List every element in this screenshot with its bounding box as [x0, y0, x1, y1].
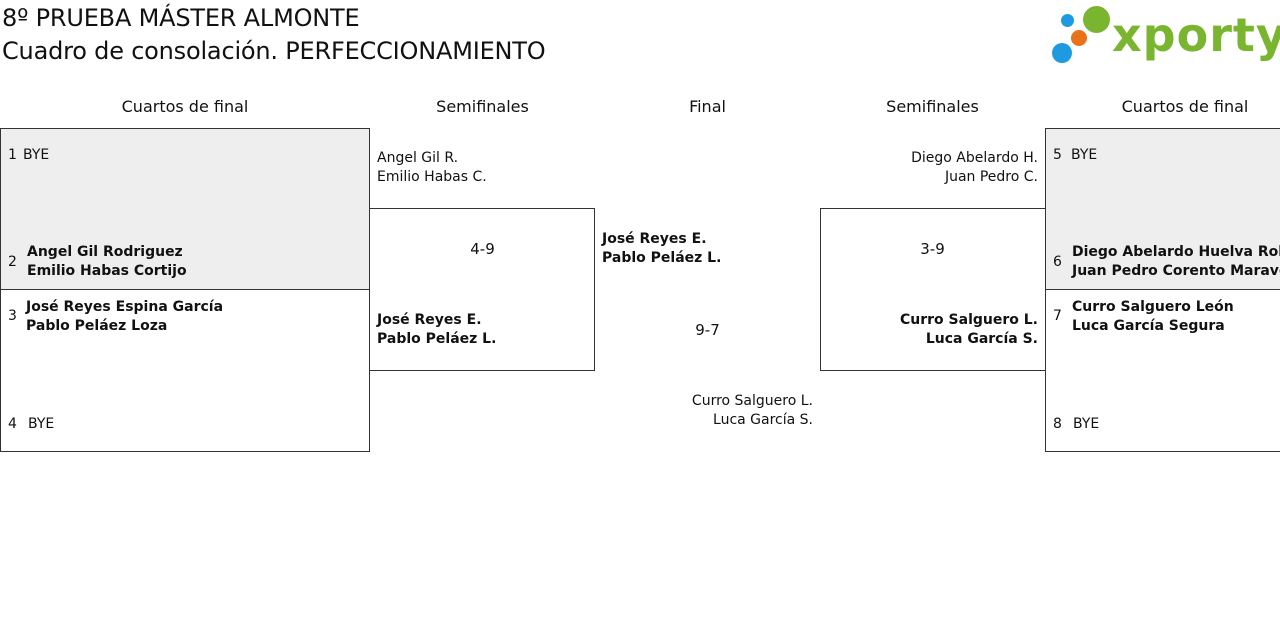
team-3: José Reyes Espina García Pablo Peláez Lo… — [26, 298, 223, 336]
left-sf-team-top: Angel Gil R. Emilio Habas C. — [377, 149, 487, 187]
xporty-logo: xporty — [1050, 2, 1280, 68]
final-team-top: José Reyes E. Pablo Peláez L. — [602, 230, 721, 268]
heading-right-quarterfinals: Cuartos de final — [1121, 97, 1249, 116]
player-name: Curro Salguero León — [1072, 299, 1234, 315]
heading-left-quarterfinals: Cuartos de final — [121, 97, 249, 116]
left-sf-team-bottom: José Reyes E. Pablo Peláez L. — [377, 311, 496, 349]
logo-wordmark: xporty — [1112, 8, 1280, 62]
player-name: Diego Abelardo H. — [911, 150, 1038, 166]
right-sf-score: 3-9 — [920, 240, 945, 258]
player-name: Luca García S. — [713, 412, 813, 428]
team-7: Curro Salguero León Luca García Segura — [1072, 298, 1234, 336]
player-name: Angel Gil R. — [377, 150, 459, 166]
seed-number: 2 — [8, 254, 17, 270]
heading-final: Final — [689, 97, 726, 116]
final-score: 9-7 — [695, 321, 720, 339]
player-name: Luca García Segura — [1072, 318, 1225, 334]
player-name: José Reyes E. — [602, 231, 707, 247]
left-qf-match-1 — [0, 128, 370, 290]
seed-number: 8 — [1053, 416, 1062, 432]
player-name: Emilio Habas Cortijo — [27, 263, 187, 279]
player-name: Emilio Habas C. — [377, 169, 487, 185]
team-bye: BYE — [1073, 416, 1100, 432]
right-sf-team-top: Diego Abelardo H. Juan Pedro C. — [820, 149, 1038, 187]
team-6: Diego Abelardo Huelva Roldán Juan Pedro … — [1072, 243, 1280, 281]
seed-number: 7 — [1053, 308, 1062, 324]
left-sf-score: 4-9 — [470, 240, 495, 258]
page-title: 8º PRUEBA MÁSTER ALMONTE — [2, 4, 360, 32]
player-name: José Reyes E. — [377, 312, 482, 328]
seed-number: 4 — [8, 416, 17, 432]
player-name: José Reyes Espina García — [26, 299, 224, 315]
right-qf-content: 5 BYE 6 Diego Abelardo Huelva Roldán Jua… — [1046, 128, 1280, 452]
final-team-bottom: Curro Salguero L. Luca García S. — [595, 392, 813, 430]
player-name: Curro Salguero L. — [900, 312, 1038, 328]
heading-left-semifinals: Semifinales — [436, 97, 529, 116]
left-sf-match — [369, 208, 595, 371]
team-2: Angel Gil Rodriguez Emilio Habas Cortijo — [27, 243, 187, 281]
heading-right-semifinals: Semifinales — [886, 97, 979, 116]
player-name: Juan Pedro C. — [944, 169, 1038, 185]
team-bye: BYE — [28, 416, 55, 432]
player-name: Angel Gil Rodriguez — [27, 244, 183, 260]
seed-number: 3 — [8, 308, 17, 324]
right-qf-match-2 — [1045, 289, 1280, 452]
right-qf-match-1 — [1045, 128, 1280, 290]
player-name: Diego Abelardo Huelva Roldán — [1072, 244, 1280, 260]
seed-number: 6 — [1053, 254, 1062, 270]
player-name: Pablo Peláez L. — [377, 331, 497, 347]
player-name: Juan Pedro Corento Maraver — [1072, 263, 1280, 279]
team-bye: BYE — [1071, 147, 1098, 163]
player-name: Luca García S. — [925, 331, 1038, 347]
logo-dot-blue-small — [1061, 14, 1074, 27]
player-name: Pablo Peláez Loza — [26, 318, 168, 334]
player-name: Pablo Peláez L. — [602, 250, 722, 266]
logo-dot-green — [1083, 6, 1110, 33]
player-name: Curro Salguero L. — [691, 393, 813, 409]
logo-dot-blue — [1052, 43, 1072, 63]
team-bye: BYE — [23, 147, 50, 163]
seed-number: 5 — [1053, 147, 1062, 163]
seed-number: 1 — [8, 147, 17, 163]
page-subtitle: Cuadro de consolación. PERFECCIONAMIENTO — [2, 37, 546, 65]
logo-dot-orange — [1071, 30, 1087, 46]
right-sf-team-bottom: Curro Salguero L. Luca García S. — [820, 311, 1038, 349]
